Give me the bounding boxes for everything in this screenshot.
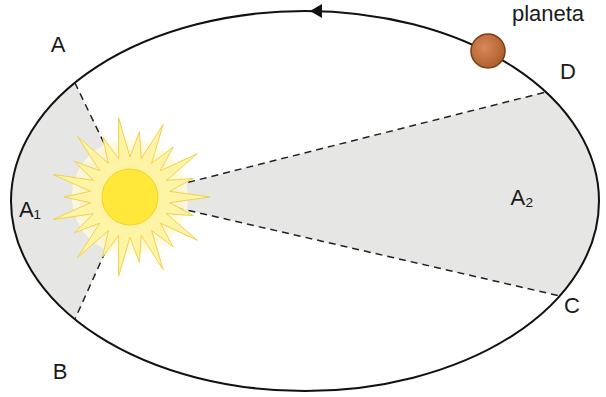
area-sector [130,92,599,296]
sun-core [102,169,158,225]
dashed-radius [130,92,546,197]
area-label: A₁ [19,199,41,221]
point-label: C [564,295,580,317]
radius-lines [75,83,560,319]
direction-arrow [310,4,322,18]
dashed-radius [130,197,560,296]
area-label: A₂ [510,187,533,209]
sun-rays [53,118,210,276]
point-label: D [560,61,576,83]
planet-label: planeta [512,3,584,25]
planet [471,34,505,68]
point-label: B [53,361,68,383]
point-label: A [51,34,66,56]
sun [53,118,210,276]
orbit-ellipse [11,11,599,391]
